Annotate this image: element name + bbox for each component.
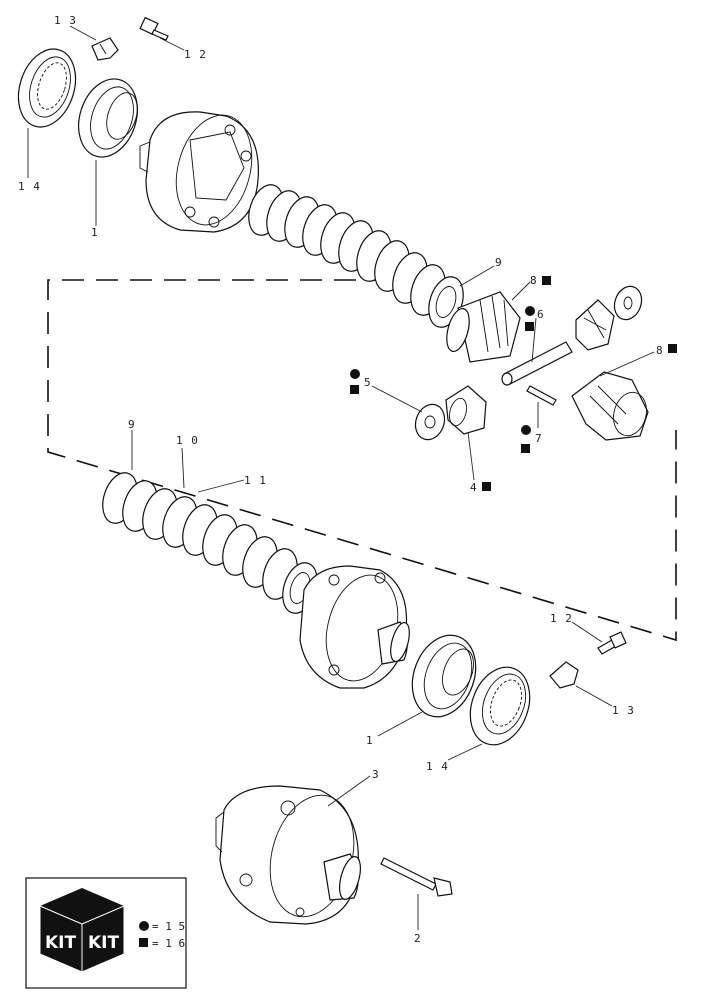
part-13-lock-plate-right[interactable] bbox=[549, 661, 579, 689]
part-2-long-bolt[interactable] bbox=[380, 857, 453, 897]
kit-label-right: KIT bbox=[88, 933, 119, 953]
callout-9-mid: 9 bbox=[128, 418, 136, 431]
square-marker-6 bbox=[525, 322, 534, 331]
kit-legend: KIT KIT = 1 5 = 1 6 bbox=[25, 877, 187, 989]
callout-8-right: 8 bbox=[656, 344, 664, 357]
clutch-disc-stack-upper[interactable] bbox=[243, 180, 470, 331]
housing-half-upper[interactable] bbox=[139, 107, 263, 234]
part-13-lock-plate-top[interactable] bbox=[91, 37, 119, 61]
part-14-ring-nut-bottom[interactable] bbox=[460, 659, 540, 753]
square-marker-8-upper bbox=[542, 276, 551, 285]
part-8-side-gear-right[interactable] bbox=[571, 371, 651, 441]
leader-lines bbox=[27, 25, 655, 930]
callout-12-right: 1 2 bbox=[550, 612, 573, 625]
callout-1-bottom: 1 bbox=[366, 734, 374, 747]
callout-11: 1 1 bbox=[244, 474, 267, 487]
callout-labels: 1 3 1 2 1 4 1 9 8 6 5 4 8 7 9 1 0 1 1 1 … bbox=[18, 14, 664, 945]
part-1-bearing-bottom[interactable] bbox=[401, 626, 486, 725]
callout-8-top: 8 bbox=[530, 274, 538, 287]
part-3-differential-case[interactable] bbox=[215, 785, 367, 926]
square-marker-4 bbox=[482, 482, 491, 491]
callout-5: 5 bbox=[364, 376, 372, 389]
kit-markers bbox=[350, 276, 677, 491]
legend-circle-marker bbox=[139, 921, 149, 931]
legend-circle-entry: = 1 5 bbox=[152, 920, 185, 933]
part-6-cross-pin[interactable] bbox=[501, 341, 573, 386]
callout-14-left: 1 4 bbox=[18, 180, 41, 193]
assembly-boundary-dashed bbox=[47, 279, 677, 642]
circle-marker-6 bbox=[525, 306, 535, 316]
circle-marker-5 bbox=[350, 369, 360, 379]
callout-3: 3 bbox=[372, 768, 380, 781]
callout-2: 2 bbox=[414, 932, 422, 945]
square-marker-7 bbox=[521, 444, 530, 453]
part-8-side-gear-upper[interactable] bbox=[443, 291, 521, 363]
pinion-gear-upper-right[interactable] bbox=[575, 299, 615, 351]
callout-6: 6 bbox=[537, 308, 545, 321]
legend-square-marker bbox=[139, 938, 148, 947]
callout-4: 4 bbox=[470, 481, 478, 494]
circle-marker-7 bbox=[521, 425, 531, 435]
callout-1-top: 1 bbox=[91, 226, 99, 239]
legend-square-entry: = 1 6 bbox=[152, 937, 185, 950]
clutch-disc-stack-lower[interactable] bbox=[97, 468, 324, 617]
kit-box-icon: KIT KIT bbox=[39, 888, 125, 973]
callout-10: 1 0 bbox=[176, 434, 199, 447]
callout-7: 7 bbox=[535, 432, 543, 445]
thrust-washer-upper-right[interactable] bbox=[610, 283, 646, 324]
square-marker-5 bbox=[350, 385, 359, 394]
housing-half-lower[interactable] bbox=[299, 565, 413, 689]
part-12-bolt-top[interactable] bbox=[139, 16, 169, 41]
callout-12-top: 1 2 bbox=[184, 48, 207, 61]
part-14-ring-nut-top[interactable] bbox=[9, 42, 85, 135]
kit-label-left: KIT bbox=[45, 933, 76, 953]
callout-13-top: 1 3 bbox=[54, 14, 77, 27]
square-marker-8-right bbox=[668, 344, 677, 353]
part-7-lock-pin[interactable] bbox=[526, 385, 557, 406]
part-5-thrust-washer[interactable] bbox=[411, 400, 450, 443]
part-1-bearing-top[interactable] bbox=[69, 71, 147, 164]
part-4-pinion-gear[interactable] bbox=[445, 385, 487, 435]
callout-13-right: 1 3 bbox=[612, 704, 635, 717]
callout-9-top: 9 bbox=[495, 256, 503, 269]
callout-14-bottom: 1 4 bbox=[426, 760, 449, 773]
part-12-bolt-right[interactable] bbox=[597, 631, 627, 655]
